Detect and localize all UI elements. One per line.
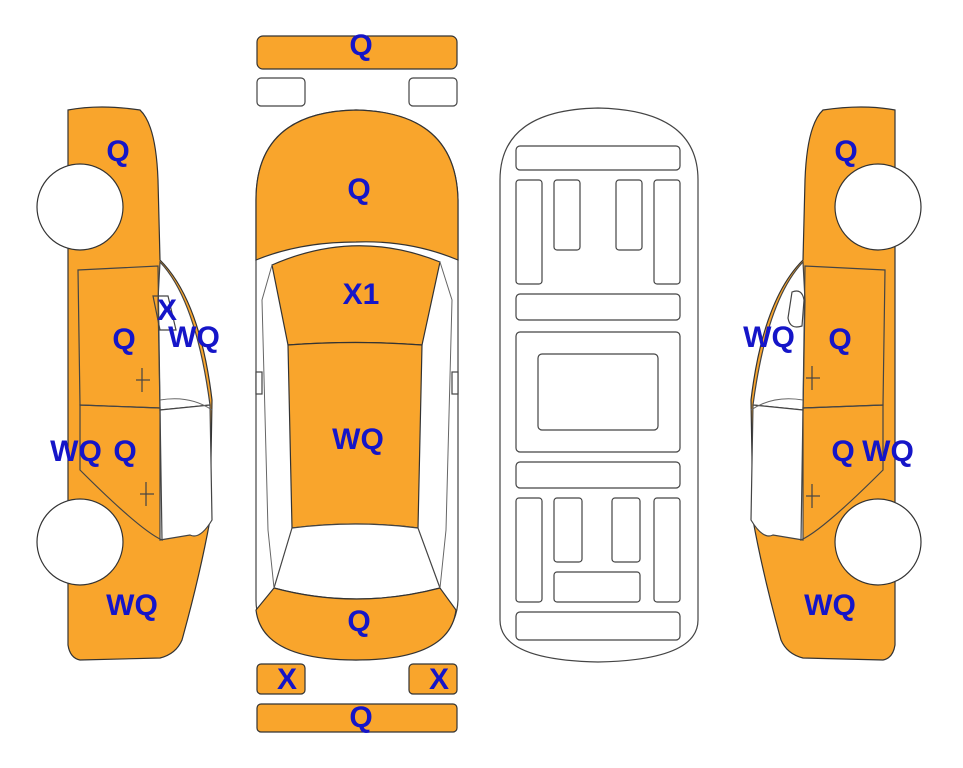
label-left-rear-door: Q — [113, 435, 137, 468]
label-left-rear-door-edge: WQ — [50, 435, 102, 468]
right-mirror — [451, 371, 459, 395]
label-rear-left-lamp: X — [276, 663, 298, 696]
left-front-door-handle — [136, 368, 150, 392]
label-right-rear-door-edge: WQ — [862, 435, 914, 468]
under-center-panel — [537, 353, 659, 431]
hood — [255, 109, 459, 261]
right-mirror-trim — [787, 290, 805, 328]
under-box-fr — [615, 179, 643, 251]
label-trunk: Q — [347, 605, 371, 638]
left-rear-door-outline — [79, 404, 163, 541]
right-side-view — [750, 106, 922, 661]
rear-bumper — [256, 703, 458, 733]
under-box-rl — [553, 497, 583, 563]
right-body-line — [750, 398, 804, 411]
label-left-roof-quarter: Q — [106, 135, 130, 168]
left-rear-wheel — [36, 498, 124, 586]
left-body-line — [159, 398, 213, 411]
left-trim-strip — [152, 295, 177, 331]
rear-left-lamp — [256, 663, 306, 695]
right-rear-wheel — [834, 498, 922, 586]
label-left-rear-quarter: WQ — [106, 589, 158, 622]
left-front-wheel — [36, 163, 124, 251]
rear-right-lamp — [408, 663, 458, 695]
right-rear-door-outline — [800, 404, 884, 541]
under-rail-fl — [515, 179, 543, 285]
label-right-rear-door: Q — [831, 435, 855, 468]
under-rail-fr — [653, 179, 681, 285]
under-rail-rl — [515, 497, 543, 603]
underbody-view — [499, 107, 699, 663]
front-left-lamp — [256, 77, 306, 107]
under-box-rr — [611, 497, 641, 563]
label-right-front-door: Q — [828, 323, 852, 356]
front-bumper — [256, 35, 458, 70]
label-right-rear-quarter: WQ — [804, 589, 856, 622]
trunk — [255, 587, 457, 661]
under-front-bar — [515, 145, 681, 171]
label-left-front-door: Q — [112, 323, 136, 356]
left-mirror — [255, 371, 263, 395]
under-rear-box — [553, 571, 641, 603]
top-right-side-line — [439, 261, 453, 589]
top-view — [255, 35, 459, 733]
label-rear-bumper: Q — [349, 701, 373, 734]
under-rear-bar — [515, 611, 681, 641]
left-rear-door-handle — [140, 482, 154, 506]
rear-glass — [273, 523, 441, 600]
left-side-view — [36, 106, 213, 661]
front-right-lamp — [408, 77, 458, 107]
label-roof: WQ — [332, 423, 384, 456]
label-right-front-quarter: Q — [834, 135, 858, 168]
label-windshield: X1 — [342, 278, 380, 311]
under-cross-2 — [515, 461, 681, 489]
label-right-front-door-glass: WQ — [743, 321, 795, 354]
under-cross-1 — [515, 293, 681, 321]
under-rail-rr — [653, 497, 681, 603]
label-rear-right-lamp: X — [428, 663, 450, 696]
right-rear-door-handle — [806, 484, 820, 508]
label-hood: Q — [347, 173, 371, 206]
right-rear-glass — [750, 404, 804, 541]
label-left-front-door-trim: X — [156, 294, 178, 327]
label-front-bumper: Q — [349, 29, 373, 62]
label-left-front-door-glass: WQ — [168, 321, 220, 354]
top-left-side-line — [261, 264, 275, 589]
under-box-fl — [553, 179, 581, 251]
right-front-wheel — [834, 163, 922, 251]
left-rear-glass — [159, 404, 213, 541]
right-front-door-handle — [806, 366, 820, 390]
